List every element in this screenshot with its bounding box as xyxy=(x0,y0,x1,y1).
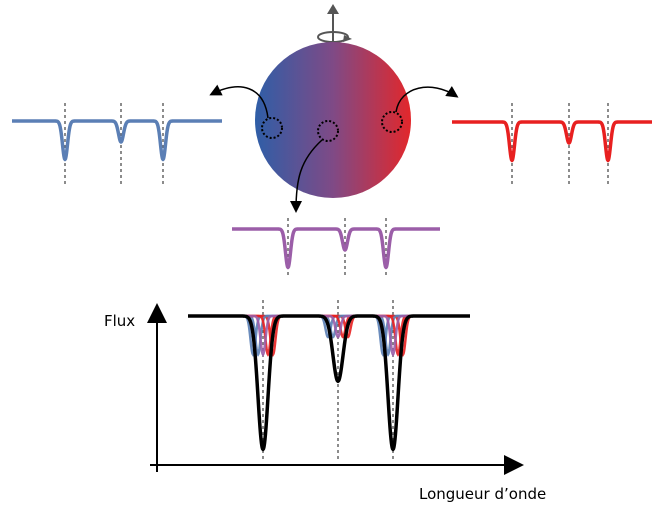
flux-axis-label: Flux xyxy=(104,312,136,330)
spectrum-line xyxy=(450,120,654,163)
combined-broadened-spectrum xyxy=(186,300,472,462)
unshifted-spectrum xyxy=(230,218,442,276)
arrow-to-blue-spectrum xyxy=(209,84,269,119)
broadened-spectrum-line xyxy=(186,314,472,452)
center-spot xyxy=(317,120,339,142)
blueshifted-spectrum xyxy=(10,103,224,185)
wavelength-axis-label: Longueur d’onde xyxy=(419,485,547,503)
redshifted-spectrum xyxy=(450,103,654,187)
spectrum-line xyxy=(10,119,224,162)
right-spot xyxy=(381,111,403,133)
arrow-to-red-spectrum xyxy=(395,86,459,113)
left-spot xyxy=(261,117,283,139)
rotating-star xyxy=(255,42,411,198)
spectrum-line xyxy=(230,227,442,270)
arrow-to-center-spectrum xyxy=(290,139,323,213)
